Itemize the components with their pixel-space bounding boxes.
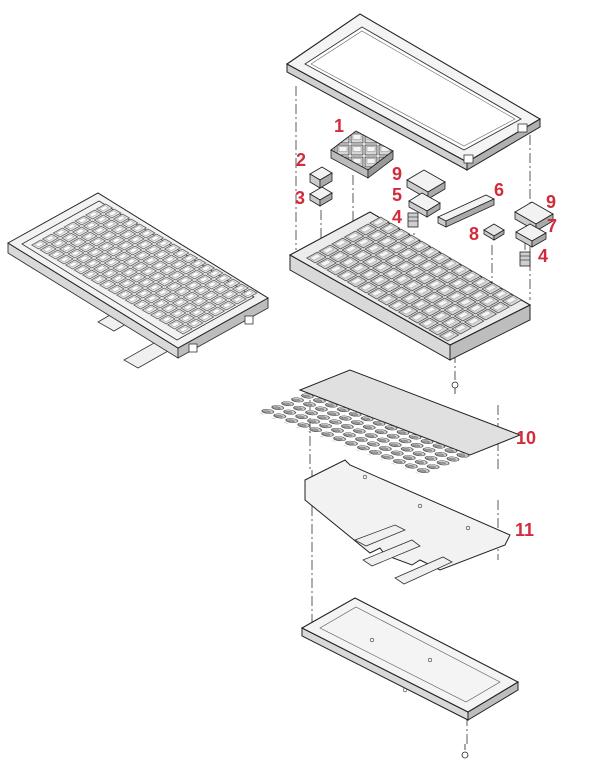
- assembled-keyboard-bezel: [21, 200, 255, 341]
- assembled-latch-right: [244, 315, 254, 325]
- rubber-dome-sheet: [255, 369, 522, 476]
- keycap-3: [309, 186, 333, 207]
- wide-keycap-7: [515, 223, 547, 248]
- rubber-dome-grid: [255, 392, 474, 476]
- assembled-latch-left: [188, 343, 198, 353]
- callouts: 1 2 3 9 5 4 6 8 9 7 4 10 11: [295, 116, 557, 540]
- keyboard-body: [288, 211, 532, 394]
- spring-4-left: [407, 212, 419, 228]
- callout-4-left: 4: [392, 207, 402, 227]
- callout-11: 11: [515, 520, 534, 540]
- callout-9-right: 9: [546, 192, 556, 212]
- callout-7: 7: [547, 216, 557, 236]
- callout-6: 6: [494, 180, 504, 200]
- callout-3: 3: [295, 188, 305, 208]
- keyboard-body-key-grid: [305, 216, 524, 342]
- assembled-keyboard: [7, 192, 269, 369]
- callout-8: 8: [469, 224, 479, 244]
- wide-keycap-5: [408, 192, 441, 218]
- spacebar-6: [436, 194, 496, 228]
- bottom-plate: [300, 597, 520, 759]
- callout-10: 10: [516, 428, 536, 448]
- circuit-membrane: [304, 459, 511, 585]
- spring-4-right: [519, 251, 531, 267]
- callout-1: 1: [334, 116, 344, 136]
- keycap-2: [309, 166, 333, 189]
- assembled-key-grid: [30, 203, 259, 335]
- callout-9-left: 9: [392, 164, 402, 184]
- callout-5: 5: [392, 185, 402, 205]
- top-frame: [285, 13, 542, 171]
- callout-2: 2: [296, 150, 306, 170]
- keycap-cluster-1: [330, 130, 394, 179]
- callout-4-right: 4: [538, 246, 548, 266]
- wide-keycap-9-left: [406, 169, 446, 200]
- keycap-8: [483, 223, 505, 241]
